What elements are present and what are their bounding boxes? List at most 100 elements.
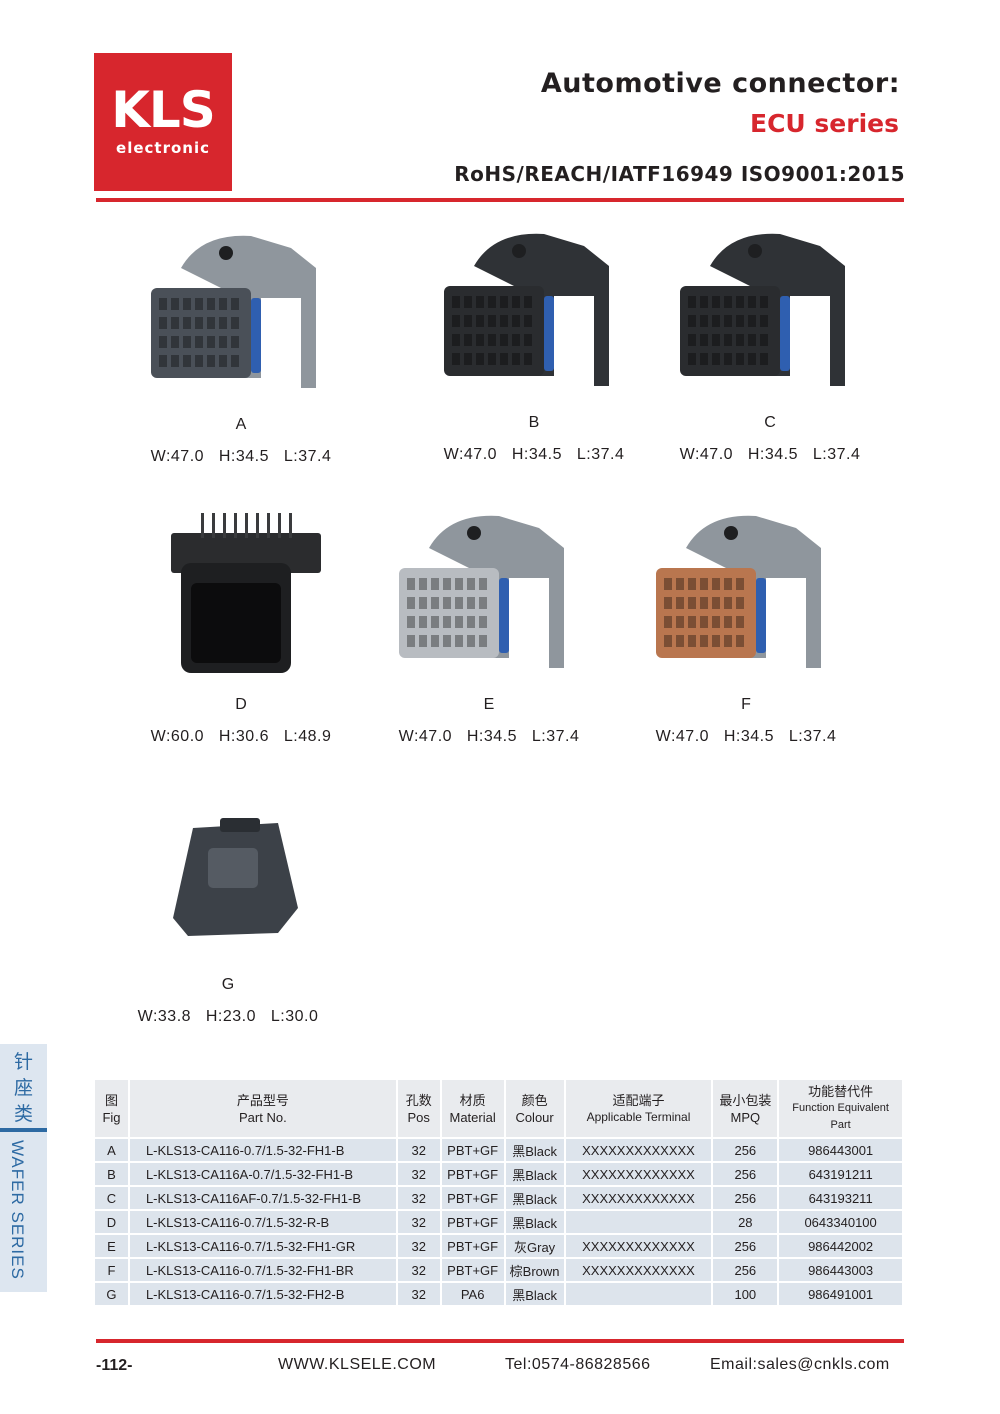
table-cell: PBT+GF bbox=[440, 1209, 506, 1234]
table-cell: 灰Gray bbox=[504, 1233, 566, 1258]
logo-subtext: electronic bbox=[116, 139, 210, 157]
product-letter: F bbox=[741, 696, 751, 713]
connector-illustration bbox=[151, 235, 316, 388]
table-cell: PBT+GF bbox=[440, 1185, 506, 1210]
table-cell: 986443003 bbox=[778, 1257, 904, 1282]
table-cell: XXXXXXXXXXXXX bbox=[564, 1233, 714, 1258]
table-cell: 32 bbox=[396, 1209, 442, 1234]
table-cell: 986491001 bbox=[778, 1281, 904, 1305]
table-cell: L-KLS13-CA116-0.7/1.5-32-FH1-BR bbox=[128, 1257, 398, 1282]
table-cell: A bbox=[95, 1137, 130, 1162]
table-cell: XXXXXXXXXXXXX bbox=[564, 1137, 714, 1162]
product-b: B W:47.0 H:34.5 L:37.4 bbox=[404, 226, 664, 464]
table-cell: L-KLS13-CA116-0.7/1.5-32-FH2-B bbox=[128, 1281, 398, 1305]
table-cell: L-KLS13-CA116A-0.7/1.5-32-FH1-B bbox=[128, 1161, 398, 1186]
product-d: D W:60.0 H:30.6 L:48.9 bbox=[111, 508, 371, 746]
table-cell: XXXXXXXXXXXXX bbox=[564, 1185, 714, 1210]
product-image bbox=[616, 508, 876, 678]
product-letter: A bbox=[235, 416, 247, 433]
side-tab-char: 针 bbox=[13, 1052, 33, 1073]
table-cell: 986443001 bbox=[778, 1137, 904, 1162]
table-cell: B bbox=[95, 1161, 130, 1186]
product-letter: G bbox=[221, 976, 235, 993]
table-cell: 256 bbox=[712, 1257, 780, 1282]
product-g: G W:33.8 H:23.0 L:30.0 bbox=[98, 788, 358, 1026]
product-dimensions: W:33.8 H:23.0 L:30.0 bbox=[137, 1008, 319, 1025]
product-image bbox=[111, 228, 371, 398]
table-cell: XXXXXXXXXXXXX bbox=[564, 1257, 714, 1282]
product-image bbox=[98, 788, 358, 958]
side-tab-bar bbox=[0, 1128, 47, 1132]
product-image bbox=[359, 508, 619, 678]
table-cell: 100 bbox=[712, 1281, 780, 1305]
table-cell: 0643340100 bbox=[778, 1209, 904, 1234]
table-cell: PA6 bbox=[440, 1281, 506, 1305]
certifications: RoHS/REACH/IATF16949 ISO9001:2015 bbox=[454, 162, 905, 186]
side-tab-chinese: 针 座 类 bbox=[0, 1050, 47, 1128]
table-cell: 32 bbox=[396, 1137, 442, 1162]
table-cell: 棕Brown bbox=[504, 1257, 566, 1282]
connector-illustration bbox=[399, 515, 564, 668]
product-c: C W:47.0 H:34.5 L:37.4 bbox=[640, 226, 900, 464]
connector-illustration bbox=[173, 818, 298, 936]
product-e: E W:47.0 H:34.5 L:37.4 bbox=[359, 508, 619, 746]
table-cell: 黑Black bbox=[504, 1281, 566, 1305]
table-cell: PBT+GF bbox=[440, 1257, 506, 1282]
table-cell: 256 bbox=[712, 1185, 780, 1210]
table-cell: C bbox=[95, 1185, 130, 1210]
table-cell: 986442002 bbox=[778, 1233, 904, 1258]
table-cell: 黑Black bbox=[504, 1185, 566, 1210]
product-image bbox=[111, 508, 371, 678]
table-cell: L-KLS13-CA116AF-0.7/1.5-32-FH1-B bbox=[128, 1185, 398, 1210]
table-cell: L-KLS13-CA116-0.7/1.5-32-FH1-B bbox=[128, 1137, 398, 1162]
page-title: Automotive connector: bbox=[540, 68, 900, 99]
table-cell: 28 bbox=[712, 1209, 780, 1234]
table-cell: XXXXXXXXXXXXX bbox=[564, 1161, 714, 1186]
table-cell: 32 bbox=[396, 1281, 442, 1305]
table-cell bbox=[564, 1281, 714, 1305]
product-image bbox=[640, 226, 900, 396]
product-letter: D bbox=[235, 696, 247, 713]
telephone: Tel:0574-86828566 bbox=[505, 1356, 651, 1373]
table-cell: G bbox=[95, 1281, 130, 1305]
product-letter: B bbox=[528, 414, 540, 431]
product-letter: C bbox=[764, 414, 776, 431]
table-cell: 32 bbox=[396, 1161, 442, 1186]
table-cell: 643193211 bbox=[778, 1185, 904, 1210]
kls-logo: KLS electronic bbox=[94, 53, 232, 191]
side-tab-english: WAFER SERIES bbox=[8, 1140, 27, 1280]
table-cell: 643191211 bbox=[778, 1161, 904, 1186]
connector-illustration bbox=[680, 233, 845, 386]
category-side-tab: 针 座 类 WAFER SERIES bbox=[0, 1044, 47, 1292]
series-title: ECU series bbox=[750, 109, 899, 138]
table-cell: 256 bbox=[712, 1161, 780, 1186]
product-dimensions: W:47.0 H:34.5 L:37.4 bbox=[398, 728, 580, 745]
table-cell bbox=[564, 1209, 714, 1234]
table-cell: 256 bbox=[712, 1137, 780, 1162]
table-cell: L-KLS13-CA116-0.7/1.5-32-FH1-GR bbox=[128, 1233, 398, 1258]
table-cell: 32 bbox=[396, 1185, 442, 1210]
email-link[interactable]: Email:sales@cnkls.com bbox=[710, 1356, 890, 1373]
website-link[interactable]: WWW.KLSELE.COM bbox=[278, 1356, 437, 1373]
page-number: -112- bbox=[96, 1357, 133, 1374]
table-cell: D bbox=[95, 1209, 130, 1234]
product-letter: E bbox=[483, 696, 495, 713]
product-dimensions: W:60.0 H:30.6 L:48.9 bbox=[150, 728, 332, 745]
table-cell: 黑Black bbox=[504, 1161, 566, 1186]
table-cell: PBT+GF bbox=[440, 1161, 506, 1186]
connector-illustration bbox=[444, 233, 609, 386]
table-cell: 32 bbox=[396, 1257, 442, 1282]
product-a: A W:47.0 H:34.5 L:37.4 bbox=[111, 228, 371, 466]
